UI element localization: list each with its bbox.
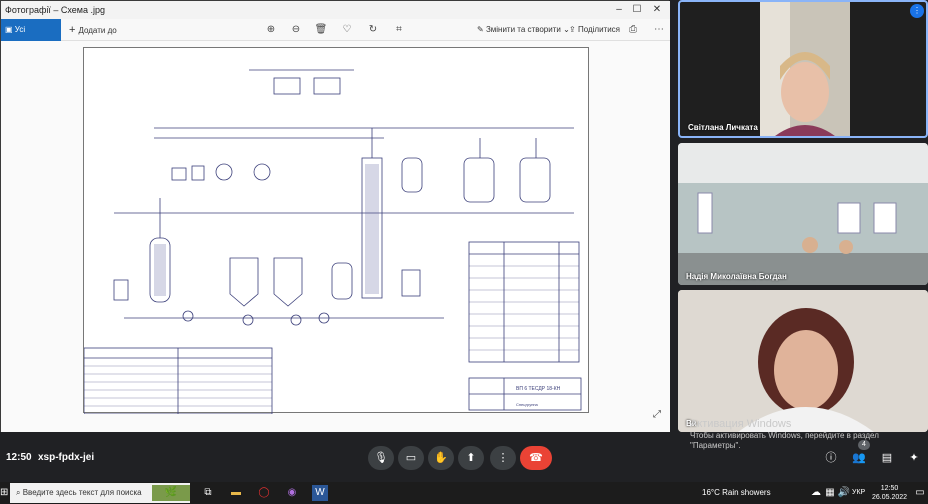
photos-titlebar: Фотографії – Схема .jpg – ☐ ✕ (1, 1, 670, 19)
participant-video-2 (678, 143, 928, 285)
zoom-out-icon[interactable]: ⊖ (291, 24, 301, 35)
meeting-time: 12:50 (6, 452, 32, 463)
activation-title: Активация Windows (690, 418, 792, 430)
window-title: Фотографії – Схема .jpg (5, 5, 105, 15)
app-icon[interactable]: ◉ (287, 487, 297, 498)
microphone-icon[interactable]: 🎙 (368, 446, 394, 470)
taskbar-clock[interactable]: 12:50 26.05.2022 (872, 484, 907, 502)
file-explorer-icon[interactable]: ▬ (231, 487, 241, 498)
present-screen-icon[interactable]: ⬆ (458, 446, 484, 470)
weather-widget[interactable]: 16°C Rain showers (702, 488, 771, 497)
fullscreen-icon[interactable]: ⤢ (653, 409, 661, 420)
minimize-button[interactable]: – (616, 4, 622, 15)
task-view-icon[interactable]: ⧉ (204, 487, 212, 498)
volume-icon[interactable]: 🔊 (837, 487, 851, 498)
meet-control-bar: 12:50 xsp-fpdx-jei 🎙 ▭ ✋ ⬆ ⋮ ☎ ⓘ 👥 4 ▤ ✦ (0, 432, 928, 482)
participant-name: Надія Миколаївна Богдан (686, 272, 787, 281)
clock-date: 26.05.2022 (872, 494, 908, 501)
share-button[interactable]: ⇪ Поділитися (569, 19, 620, 41)
clock-time: 12:50 (880, 485, 899, 492)
favorite-icon[interactable]: ♡ (342, 24, 352, 35)
network-icon[interactable]: ▦ (825, 487, 835, 498)
windows-activation-watermark: Активация Windows Чтобы активировать Win… (690, 418, 879, 450)
drawing-stamp: ВП 6 ТЕСДР 18-КН (516, 386, 561, 392)
search-highlight-icon[interactable]: 🌿 (152, 485, 190, 501)
share-label: Поділитися (577, 25, 621, 34)
rotate-icon[interactable]: ↻ (368, 24, 378, 35)
search-placeholder: Введите здесь текст для поиска (22, 488, 142, 497)
photos-icon: ▣ (5, 25, 15, 34)
edit-create-button[interactable]: ✎ Змінити та створити ⌄ (477, 19, 570, 41)
cloud-icon: ☁ (811, 487, 821, 498)
windows-taskbar: ⊞ ⌕ Введите здесь текст для поиска 🌿 ⧉ ▬… (0, 482, 928, 504)
opera-icon[interactable]: ◯ (258, 487, 270, 498)
activation-line2: "Параметры". (690, 441, 741, 450)
chevron-down-icon: ⌄ (560, 25, 570, 34)
word-icon[interactable]: W (312, 485, 328, 501)
participant-name: Ви (686, 419, 697, 428)
photos-window: Фотографії – Схема .jpg – ☐ ✕ ▣ Усі фото… (0, 0, 670, 433)
participants-count-badge: 4 (858, 440, 870, 450)
share-icon: ⇪ (569, 25, 578, 34)
crop-icon[interactable]: ⌗ (396, 24, 402, 35)
start-icon[interactable]: ⊞ (0, 487, 9, 498)
participant-tile-1[interactable]: ⋮ Світлана Личката (678, 0, 928, 138)
raise-hand-icon[interactable]: ✋ (428, 446, 454, 470)
camera-icon[interactable]: ▭ (398, 446, 424, 470)
chat-icon[interactable]: ▤ (881, 452, 893, 464)
speaking-indicator-icon: ⋮ (910, 4, 924, 18)
more-icon[interactable]: ⋯ (654, 24, 664, 35)
end-call-icon: ☎ (529, 452, 543, 464)
people-icon[interactable]: 👥 (852, 452, 866, 464)
search-icon: ⌕ (16, 488, 23, 497)
notifications-icon[interactable]: ▭ (915, 487, 925, 498)
add-to-button[interactable]: + Додати до (69, 19, 117, 41)
more-options-icon[interactable]: ⋮ (490, 446, 516, 470)
photos-toolbar: ▣ Усі фотографії + Додати до ⊕ ⊖ 🗑 ♡ ↻ ⌗… (1, 19, 670, 56)
activities-icon[interactable]: ✦ (909, 452, 919, 464)
participant-tile-3[interactable]: Ви (678, 290, 928, 432)
meeting-code: xsp-fpdx-jei (38, 452, 95, 463)
print-icon[interactable]: ⎙ (629, 24, 637, 35)
participant-video-1 (760, 2, 850, 136)
participant-video-3 (678, 290, 928, 432)
language-indicator[interactable]: УКР (852, 489, 866, 496)
taskbar-search-input[interactable]: ⌕ Введите здесь текст для поиска (10, 483, 190, 503)
maximize-button[interactable]: ☐ (632, 4, 642, 15)
all-photos-button[interactable]: ▣ Усі фотографії (1, 19, 61, 56)
info-icon[interactable]: ⓘ (825, 452, 837, 464)
edit-create-label: Змінити та створити (485, 25, 561, 34)
schematic-drawing: ВП 6 ТЕСДР 18-КН Спецгруппа (83, 69, 582, 415)
end-call-button[interactable]: ☎ (520, 446, 552, 470)
zoom-in-icon[interactable]: ⊕ (266, 24, 276, 35)
edit-icon: ✎ (477, 25, 486, 34)
participant-tile-2[interactable]: Надія Миколаївна Богдан (678, 143, 928, 285)
delete-icon[interactable]: 🗑 (314, 24, 328, 35)
process-schematic-image: ВП 6 ТЕСДР 18-КН Спецгруппа (83, 47, 589, 415)
participant-name: Світлана Личката (688, 123, 758, 132)
drawing-stamp-sub: Спецгруппа (516, 402, 539, 407)
add-to-label: Додати до (78, 26, 117, 35)
close-button[interactable]: ✕ (652, 4, 662, 15)
activation-line1: Чтобы активировать Windows, перейдите в … (690, 431, 879, 440)
plus-icon: + (69, 24, 79, 36)
